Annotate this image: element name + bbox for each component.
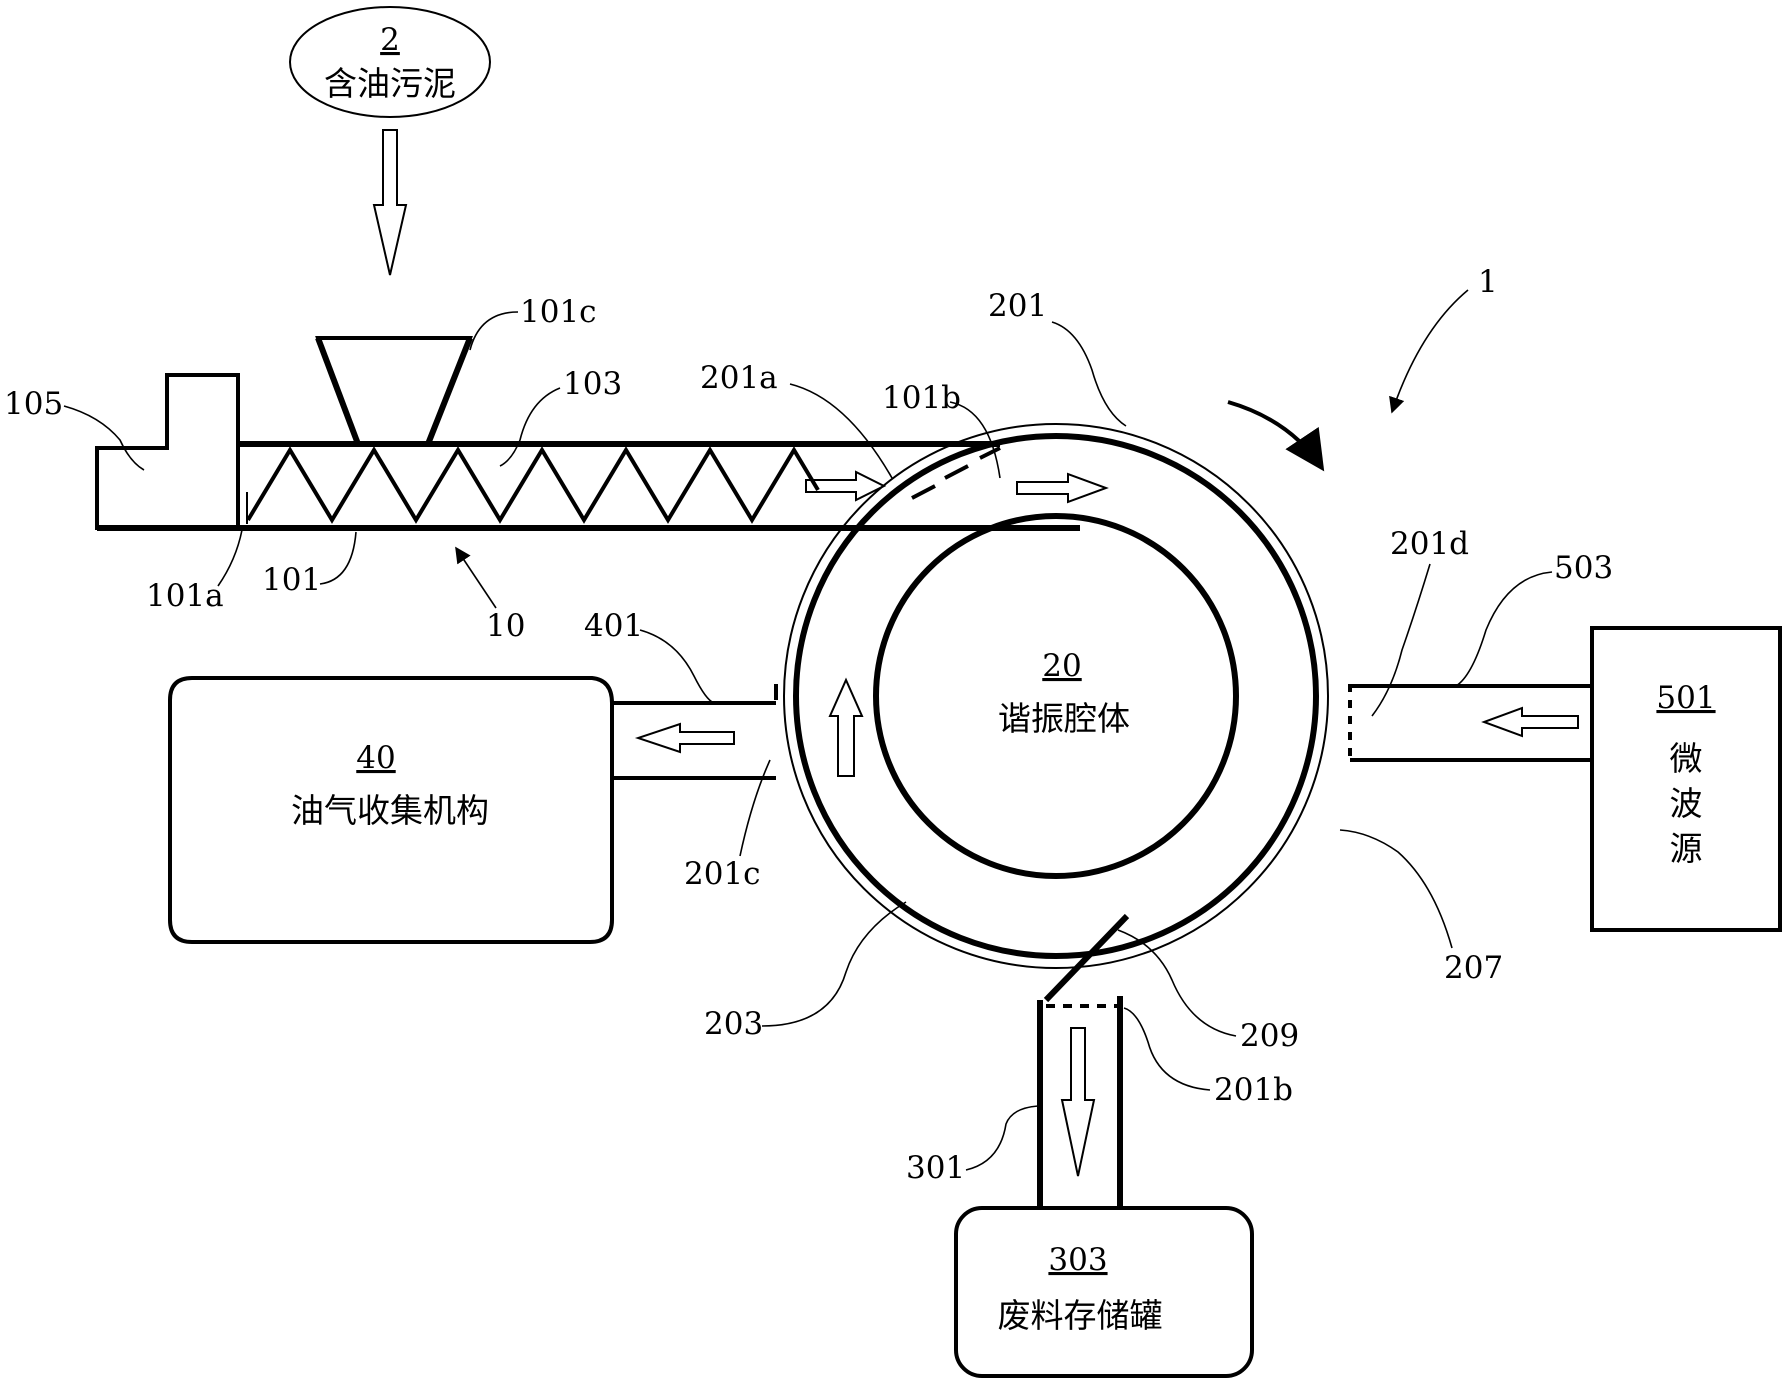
ref-conveyor: 10	[455, 546, 525, 644]
svg-text:103: 103	[563, 366, 622, 402]
cavity-outer-ring	[783, 423, 1329, 969]
flow-down-arrow-waste	[1060, 1027, 1096, 1177]
flow-left-arrow-microwave	[1481, 706, 1579, 738]
microwave-source-char-2: 波	[1670, 784, 1703, 823]
ref-deflector: 209	[1117, 929, 1299, 1054]
svg-text:201b: 201b	[1214, 1072, 1293, 1108]
microwave-source-number: 501	[1656, 680, 1715, 716]
flow-up-arrow	[828, 677, 864, 777]
svg-text:201: 201	[988, 288, 1047, 324]
ref-system: 1	[1389, 264, 1498, 414]
svg-text:1: 1	[1478, 264, 1498, 300]
gas-pipe	[612, 684, 778, 780]
svg-text:207: 207	[1444, 950, 1503, 986]
svg-text:101b: 101b	[882, 380, 961, 416]
ref-motor: 105	[4, 386, 145, 471]
ref-bottom-outlet: 201b	[1123, 1007, 1293, 1108]
feed-number: 2	[380, 22, 400, 58]
oil-gas-collector-label: 油气收集机构	[291, 791, 489, 830]
svg-text:201c: 201c	[684, 856, 761, 892]
flow-right-arrow-2	[1016, 472, 1109, 504]
svg-text:201d: 201d	[1390, 526, 1469, 562]
resonant-cavity-text: 谐振腔体	[998, 699, 1130, 738]
inlet-dashes	[911, 446, 1001, 500]
screw-flight	[246, 446, 820, 524]
flow-left-arrow-gas	[634, 722, 735, 754]
svg-text:203: 203	[704, 1006, 763, 1042]
resonant-cavity-number: 20	[1042, 648, 1081, 684]
discharge-pipe	[1037, 996, 1123, 1208]
svg-text:209: 209	[1240, 1018, 1299, 1054]
svg-text:503: 503	[1554, 550, 1613, 586]
ref-waveguide: 503	[1455, 550, 1613, 687]
ref-barrel-outlet: 101b	[882, 380, 1001, 479]
svg-text:401: 401	[584, 608, 643, 644]
feed-sludge-ellipse: 2 含油污泥	[289, 6, 491, 118]
ref-barrel: 101	[262, 531, 357, 598]
ref-shield: 207	[1339, 829, 1503, 986]
waste-tank-number: 303	[1048, 1242, 1107, 1278]
deflector	[1043, 913, 1130, 1003]
waste-tank-label: 废料存储罐	[998, 1296, 1163, 1335]
cavity-inner-ring	[873, 513, 1239, 879]
resonant-cavity-label: 20 谐振腔体	[998, 648, 1130, 738]
oil-gas-collector-number: 40	[356, 740, 395, 776]
rotation-arrow	[1227, 400, 1325, 472]
ref-hopper: 101c	[469, 294, 597, 351]
svg-text:101a: 101a	[146, 578, 224, 614]
ref-barrel-end: 101a	[146, 529, 243, 614]
feed-down-arrow	[372, 129, 408, 276]
oil-gas-collector-box: 40 油气收集机构	[168, 676, 614, 944]
microwave-source-box: 501 微 波 源	[1590, 626, 1782, 932]
ref-discharge-pipe: 301	[906, 1105, 1039, 1186]
ref-gas-pipe: 401	[584, 608, 715, 704]
ref-screw: 103	[499, 366, 622, 467]
microwave-source-char-3: 源	[1670, 829, 1703, 868]
svg-text:301: 301	[906, 1150, 965, 1186]
flow-right-arrow-1	[805, 470, 887, 502]
waveguide	[1348, 684, 1592, 762]
feed-label: 含油污泥	[324, 64, 456, 103]
svg-text:101c: 101c	[520, 294, 597, 330]
ref-microwave-port: 201d	[1371, 526, 1469, 717]
ref-inlet: 201a	[700, 360, 893, 479]
ref-outer-wall: 201	[988, 288, 1127, 427]
microwave-source-char-1: 微	[1670, 739, 1703, 778]
svg-text:105: 105	[4, 386, 63, 422]
hopper	[315, 336, 473, 446]
ref-annular-channel: 203	[704, 901, 907, 1042]
ref-gas-outlet: 201c	[684, 759, 771, 892]
svg-text:101: 101	[262, 562, 321, 598]
svg-text:10: 10	[486, 608, 525, 644]
svg-text:201a: 201a	[700, 360, 778, 396]
motor-box	[95, 373, 240, 530]
waste-tank-box: 303 废料存储罐	[954, 1206, 1254, 1378]
